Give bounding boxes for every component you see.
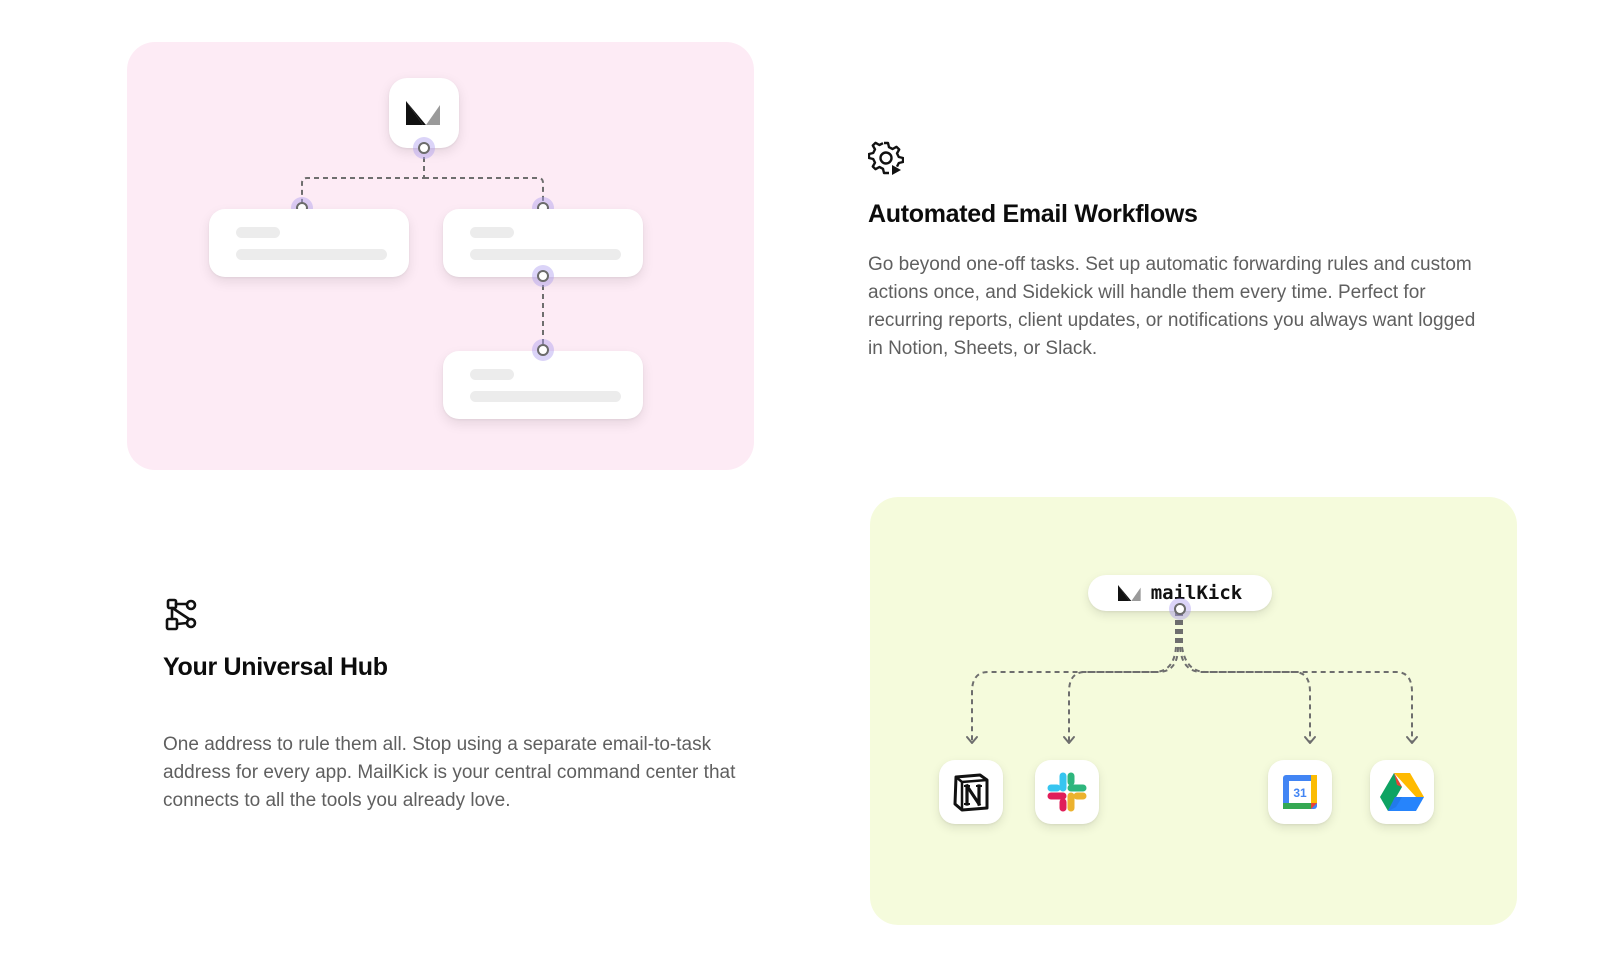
placeholder-bar (470, 227, 514, 238)
placeholder-bar (470, 249, 621, 260)
integration-connector-lines (966, 611, 1418, 744)
workflow-step-card (209, 209, 409, 277)
mailkick-logo-icon (1117, 585, 1141, 601)
google-drive-icon (1380, 773, 1424, 811)
integrations-illustration-panel: mailKick (870, 497, 1517, 925)
feature-universal-hub: Your Universal Hub One address to rule t… (163, 597, 773, 815)
workflow-illustration-panel (127, 42, 754, 470)
google-drive-app-tile (1370, 760, 1434, 824)
hub-network-icon (165, 598, 197, 631)
feature-title: Your Universal Hub (163, 653, 388, 681)
feature-title: Automated Email Workflows (868, 200, 1198, 228)
connector-node (532, 265, 554, 287)
google-calendar-icon: 31 (1283, 775, 1317, 809)
notion-app-tile (939, 760, 1003, 824)
feature-description: One address to rule them all. Stop using… (163, 734, 736, 811)
slack-app-tile (1035, 760, 1099, 824)
feature-description: Go beyond one-off tasks. Set up automati… (868, 254, 1476, 359)
brand-name: mailKick (1150, 582, 1243, 604)
feature-automated-workflows: Automated Email Workflows Go beyond one-… (868, 140, 1488, 363)
workflow-step-card (443, 351, 643, 419)
connector-node (532, 339, 554, 361)
placeholder-bar (470, 369, 514, 380)
slack-icon (1047, 772, 1087, 812)
calendar-date-text: 31 (1293, 786, 1307, 800)
connector-node (1169, 598, 1191, 620)
gear-play-icon (868, 141, 904, 175)
connector-node (413, 137, 435, 159)
placeholder-bar (236, 249, 387, 260)
placeholder-bar (236, 227, 280, 238)
google-calendar-app-tile: 31 (1268, 760, 1332, 824)
notion-icon (953, 773, 989, 812)
mailkick-logo-icon (406, 101, 440, 125)
placeholder-bar (470, 391, 621, 402)
